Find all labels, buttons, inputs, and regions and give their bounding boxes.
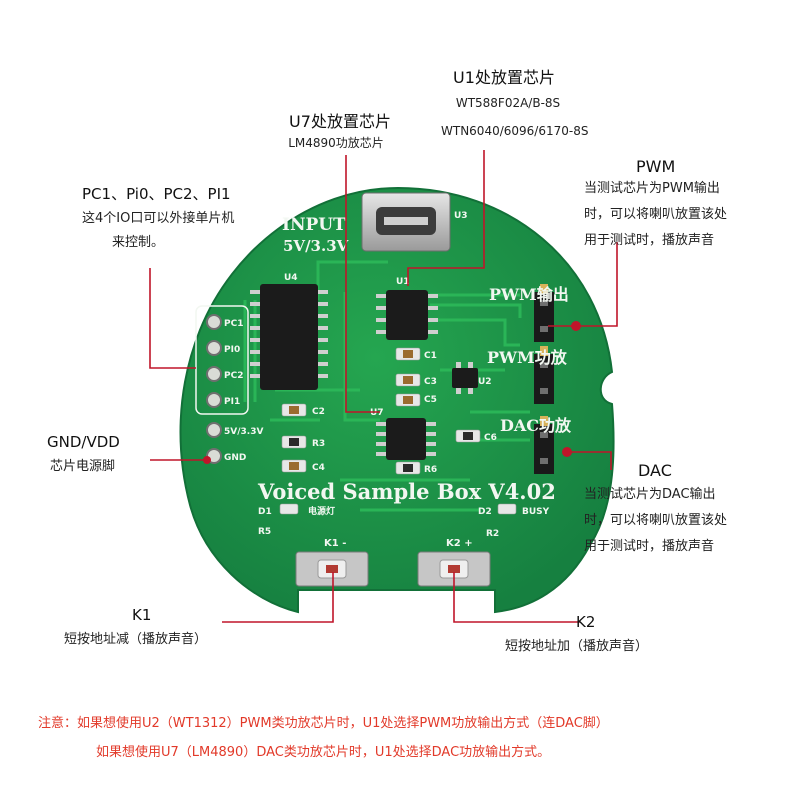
silk-pin-pc1: PC1 <box>224 319 243 329</box>
silk-ref-r2: R2 <box>486 529 499 539</box>
u7-line1: LM4890功放芯片 <box>288 136 384 150</box>
silk-ref-k2: K2 + <box>446 538 473 549</box>
left-io-pads <box>195 305 249 464</box>
silk-ref-r3: R3 <box>312 439 325 449</box>
silk-ref-power-led: 电源灯 <box>308 505 335 517</box>
silk-dac-amp: DAC功放 <box>500 416 572 435</box>
line-dac <box>568 451 612 470</box>
gnd-title: GND/VDD <box>47 433 120 451</box>
silk-ref-c2: C2 <box>312 407 325 417</box>
silk-ref-d1: D1 <box>258 507 272 517</box>
silk-pin-vdd: 5V/3.3V <box>224 427 263 437</box>
silk-pin-pc2: PC2 <box>224 371 243 381</box>
annotation-dots <box>203 321 581 464</box>
silk-ref-r5: R5 <box>258 527 271 537</box>
silk-board-title: Voiced Sample Box V4.02 <box>257 479 556 504</box>
u7-title: U7处放置芯片 <box>289 112 391 131</box>
silk-input: INPUT <box>282 215 346 235</box>
silk-ref-r6: R6 <box>424 465 437 475</box>
silk-ref-d2: D2 <box>478 507 492 517</box>
silk-ref-u7: U7 <box>370 408 384 418</box>
silk-pin-pi1: PI1 <box>224 397 240 407</box>
smd-passives <box>279 347 517 515</box>
right-header-pins <box>534 284 554 474</box>
silk-ref-k1: K1 - <box>324 538 346 549</box>
note-line2: 如果想使用U7（LM4890）DAC类功放芯片时，U1处选择DAC功放输出方式。 <box>96 745 551 760</box>
silk-ref-busy: BUSY <box>522 507 550 517</box>
line-u1 <box>407 150 485 286</box>
line-pc <box>149 268 196 369</box>
k1-line1: 短按地址减（播放声音） <box>64 632 208 647</box>
pwm-line3: 用于测试时，播放声音 <box>584 233 715 248</box>
silk-pwm-out: PWM输出 <box>489 285 569 304</box>
silk-voltage: 5V/3.3V <box>283 237 349 255</box>
silk-ref-u1: U1 <box>396 277 410 287</box>
silk-pwm-amp: PWM功放 <box>487 348 568 367</box>
silk-ref-c6: C6 <box>484 433 497 443</box>
k2-line1: 短按地址加（播放声音） <box>505 639 649 654</box>
dac-line1: 当测试芯片为DAC输出 <box>584 487 716 502</box>
dac-line3: 用于测试时，播放声音 <box>584 539 715 554</box>
pwm-line1: 当测试芯片为PWM输出 <box>584 181 720 196</box>
k1-title: K1 <box>132 606 152 624</box>
usb-connector <box>361 192 451 252</box>
silk-ref-u2: U2 <box>478 377 492 387</box>
silk-ref-c3: C3 <box>424 377 437 387</box>
line-u7 <box>345 155 380 413</box>
k2-title: K2 <box>576 613 596 631</box>
line-k1 <box>222 572 334 623</box>
u1-line2: WTN6040/6096/6170-8S <box>441 124 589 138</box>
pwm-line2: 时，可以将喇叭放置该处 <box>584 207 728 222</box>
pc-line1: 这4个IO口可以外接单片机 <box>82 211 235 226</box>
line-k2 <box>453 572 580 623</box>
u7-chip <box>376 418 436 460</box>
silk-ref-c4: C4 <box>312 463 325 473</box>
silk-pin-gnd: GND <box>224 453 246 463</box>
u1-line1: WT588F02A/B-8S <box>455 96 561 110</box>
u1-title: U1处放置芯片 <box>453 68 555 87</box>
silk-ref-c5: C5 <box>424 395 437 405</box>
u1-chip <box>376 290 438 340</box>
silk-ref-u3: U3 <box>454 211 468 221</box>
silk-ref-c1: C1 <box>424 351 437 361</box>
pwm-title: PWM <box>636 157 676 176</box>
u2-chip <box>452 362 478 394</box>
dac-title: DAC <box>638 461 672 480</box>
dac-line2: 时，可以将喇叭放置该处 <box>584 513 728 528</box>
u4-chip <box>250 284 328 390</box>
gnd-line1: 芯片电源脚 <box>50 459 116 474</box>
tactile-buttons <box>295 551 491 587</box>
silk-pin-pi0: PI0 <box>224 345 240 355</box>
pc-line2: 来控制。 <box>112 235 165 250</box>
pc-title: PC1、Pi0、PC2、PI1 <box>82 185 231 203</box>
silk-ref-u4: U4 <box>284 273 298 283</box>
note-line1: 注意：如果想使用U2（WT1312）PWM类功放芯片时，U1处选择PWM功放输出… <box>38 716 609 731</box>
